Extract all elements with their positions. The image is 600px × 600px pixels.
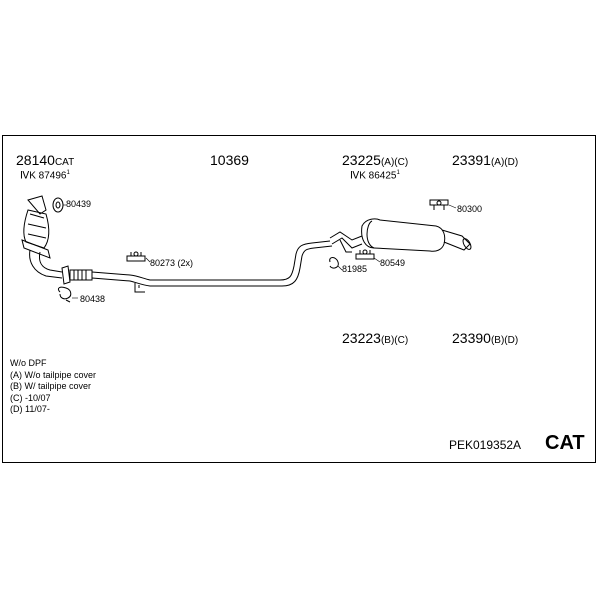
small-part-80438[interactable]: 80438: [80, 294, 106, 304]
part-number-value: 23225: [342, 152, 381, 168]
flex-pipe-ribs: [73, 270, 87, 280]
note-line: (B) W/ tailpipe cover: [10, 381, 92, 391]
gasket-icon: [52, 197, 64, 213]
part-number-value: 23223: [342, 330, 381, 346]
rubber-mount-icon-2: [355, 249, 375, 260]
part-number-value: 23390: [452, 330, 491, 346]
subnumber-mark: 1: [66, 170, 70, 176]
muffler-seam: [366, 220, 375, 249]
rubber-mount-icon-3: [429, 199, 449, 210]
part-number-suffix: CAT: [54, 157, 75, 168]
small-part-80549[interactable]: 80549: [380, 258, 406, 268]
part-number-23223[interactable]: 23223(B)(C): [342, 331, 408, 348]
part-number-value: 10369: [210, 152, 249, 168]
note-line: (C) -10/07: [10, 392, 51, 403]
leader-line-80300: [448, 204, 457, 209]
part-number-suffix: (B)(C): [380, 335, 409, 346]
subnumber-label: ⅣK 87496: [20, 170, 67, 182]
clamp-small-icon: [329, 257, 339, 269]
subnumber-label: ⅣK 86425: [350, 170, 397, 182]
note-line: (D) 11/07-: [10, 404, 50, 414]
part-number-suffix: (B)(D): [490, 335, 519, 346]
part-number-10369[interactable]: 10369: [210, 153, 249, 167]
part-number-suffix: (A)(D): [490, 157, 519, 168]
part-number-23391[interactable]: 23391(A)(D): [452, 153, 518, 170]
rear-inlet-pipe: [329, 231, 363, 249]
part-number-value: 23391: [452, 152, 491, 168]
leader-line-81985: [337, 265, 343, 271]
diagram-frame: [2, 135, 596, 463]
mid-pipe-hanger-bracket: [134, 283, 145, 293]
part-subnumber-87496: ⅣK 874961: [20, 168, 70, 181]
subnumber-mark: 1: [396, 170, 400, 176]
part-number-28140[interactable]: 28140CAT: [16, 153, 74, 170]
downpipe-flange: [61, 265, 71, 285]
mid-pipe: [91, 240, 333, 287]
note-line: W/o DPF: [10, 358, 47, 368]
leader-line-80549: [373, 257, 381, 263]
part-number-23225[interactable]: 23225(A)(C): [342, 153, 408, 170]
cat-detail-lines: [27, 213, 47, 239]
rear-muffler: [361, 218, 446, 252]
tailpipe-outlet: [462, 238, 472, 250]
cat-label: CAT: [545, 432, 585, 454]
notes-legend: W/o DPF (A) W/o tailpipe cover (B) W/ ta…: [10, 358, 96, 416]
leader-line-80273: [145, 257, 151, 263]
part-number-23390[interactable]: 23390(B)(D): [452, 331, 518, 348]
small-part-80439[interactable]: 80439: [66, 199, 92, 209]
cat-flange: [27, 195, 47, 215]
rear-pipe-bracket: [339, 239, 352, 253]
small-part-80273[interactable]: 80273 (2x): [150, 258, 194, 268]
note-line: (A) W/o tailpipe cover: [10, 369, 97, 380]
cat-outlet-flange: [21, 239, 51, 259]
downpipe: [29, 249, 63, 279]
flex-pipe: [69, 269, 93, 281]
small-part-80300[interactable]: 80300: [457, 204, 483, 214]
part-subnumber-86425: ⅣK 864251: [350, 168, 400, 181]
part-number-value: 28140: [16, 152, 55, 168]
part-number-suffix: (A)(C): [380, 157, 409, 168]
clamp-icon: [57, 286, 72, 303]
kit-code: PEK019352A: [449, 438, 522, 452]
rubber-mount-icon: [126, 251, 146, 262]
small-part-81985[interactable]: 81985: [342, 264, 368, 274]
